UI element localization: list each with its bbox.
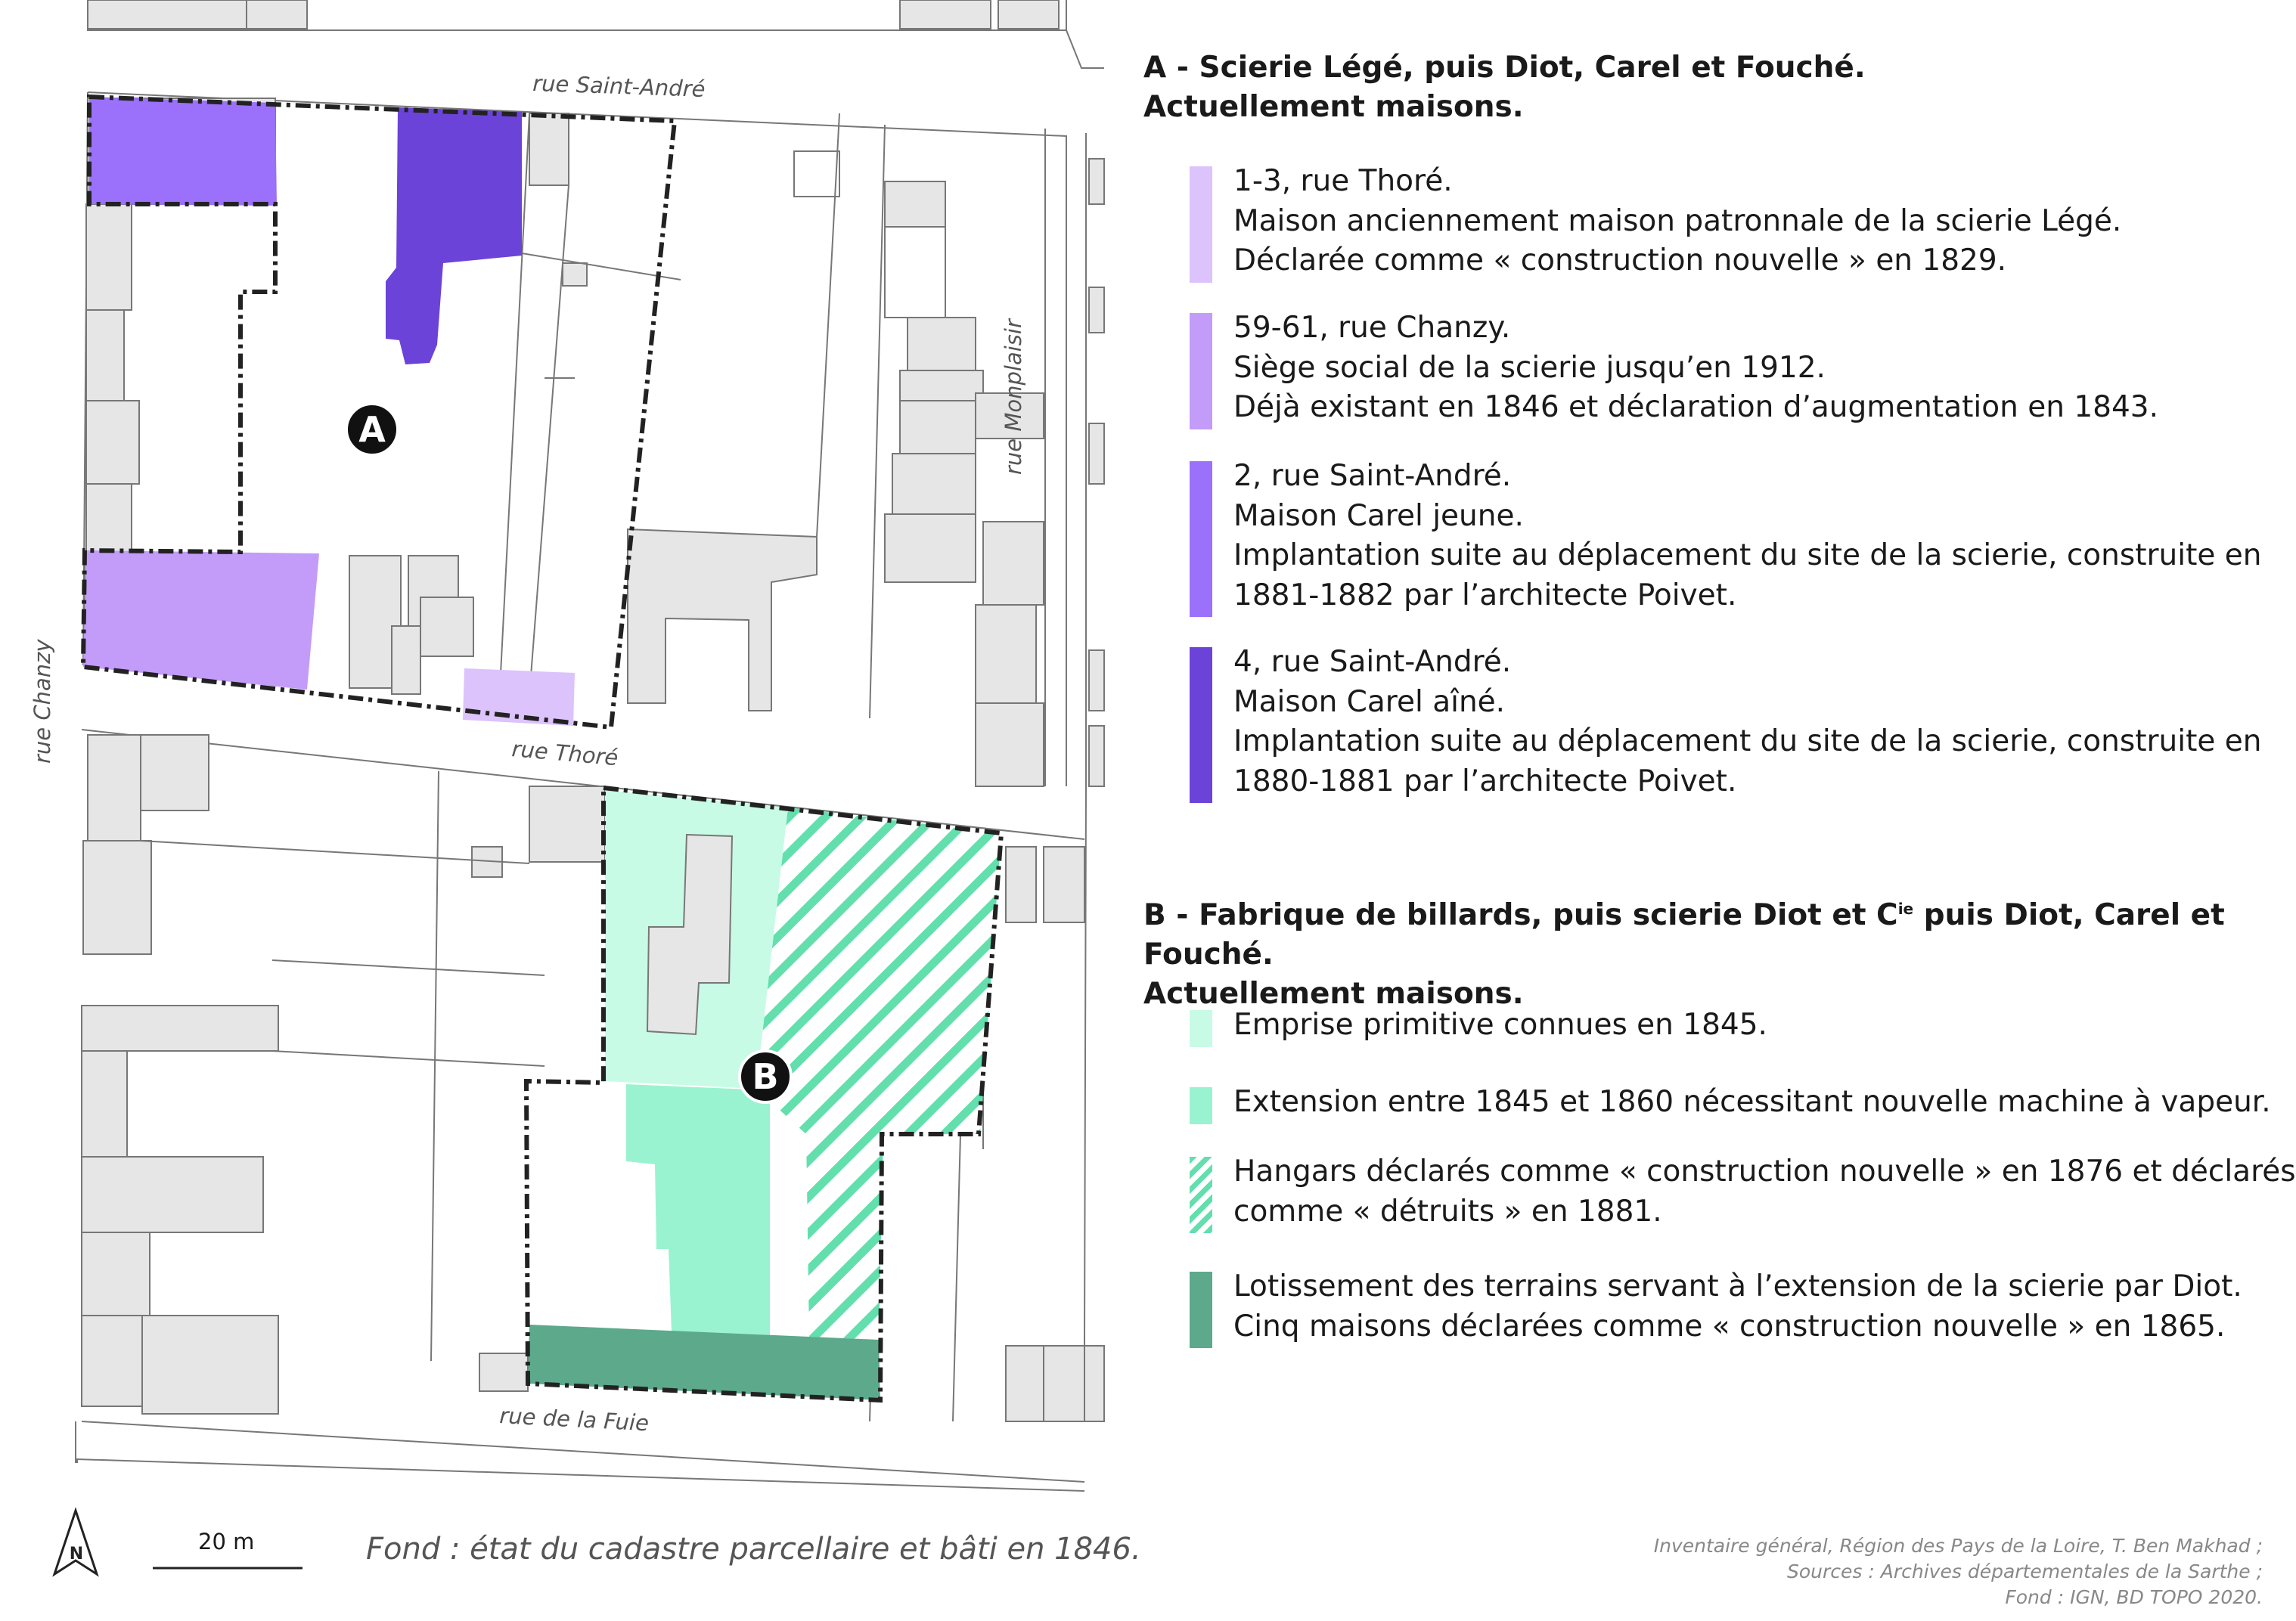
- parcel-lines: [140, 113, 984, 1422]
- legend-item-line: Déclarée comme « construction nouvelle »…: [1233, 243, 2007, 277]
- section-b-title-post: puis Diot, Carel et Fouché.: [1143, 898, 2225, 972]
- legend-item-line: 1880-1881 par l’architecte Poivet.: [1233, 764, 1737, 798]
- scale-label: 20 m: [198, 1529, 255, 1554]
- credit-line: Inventaire général, Région des Pays de l…: [1653, 1535, 2263, 1557]
- legend-swatch: [1190, 1010, 1212, 1047]
- legend-item-text: 2, rue Saint-André. Maison Carel jeune. Im…: [1233, 457, 2261, 615]
- parcel-a-rue-thore: [463, 668, 575, 726]
- legend-item-line: 4, rue Saint-André.: [1233, 645, 1512, 679]
- legend-item-line: Hangars déclarés comme « construction no…: [1233, 1155, 2296, 1189]
- legend: A - Scierie Légé, puis Diot, Carel et Fo…: [1143, 48, 2255, 127]
- legend-item-line: Implantation suite au déplacement du sit…: [1233, 538, 2262, 572]
- parcel-b-extension: [626, 1084, 770, 1338]
- legend-item-text: 59-61, rue Chanzy. Siège social de la sci…: [1233, 308, 2158, 428]
- legend-swatch: [1190, 166, 1212, 283]
- section-a-title-line2: Actuellement maisons.: [1143, 90, 1524, 124]
- section-b-title-line2: Actuellement maisons.: [1143, 977, 1524, 1011]
- credits: Inventaire général, Région des Pays de l…: [1654, 1533, 2263, 1610]
- perimeter-a: [80, 94, 678, 730]
- parcel-b-hatch: [756, 807, 1001, 1340]
- legend-item-text: Lotissement des terrains servant à l’ext…: [1233, 1267, 2242, 1347]
- street-label-chanzy: rue Chanzy: [29, 639, 55, 764]
- parcel-a-saint-andre-4: [386, 107, 522, 364]
- credit-line: Sources : Archives départementales de la…: [1787, 1561, 2263, 1582]
- section-b-title-pre: B - Fabrique de billards, puis scierie D…: [1143, 898, 1898, 932]
- legend-swatch: [1190, 313, 1212, 429]
- marker-a: A: [345, 402, 399, 457]
- building-b-interior: [646, 833, 734, 1036]
- section-b-title: B - Fabrique de billards, puis scierie D…: [1143, 889, 2255, 1014]
- street-label-thore: rue Thoré: [510, 736, 619, 770]
- legend-swatch: [1190, 461, 1212, 617]
- legend-swatch: [1190, 647, 1212, 803]
- map-background-note: Fond : état du cadastre parcellaire et b…: [366, 1532, 1141, 1567]
- north-arrow-icon: N: [52, 1507, 99, 1577]
- marker-b: B: [738, 1049, 793, 1104]
- buildings: [81, 0, 1105, 1422]
- street-label-fuie: rue de la Fuie: [499, 1402, 650, 1436]
- legend-item-line: 59-61, rue Chanzy.: [1233, 311, 1511, 345]
- legend-item-line: Maison Carel aîné.: [1233, 684, 1506, 719]
- street-label-monplaisir: rue Monplaisir: [1001, 318, 1026, 475]
- legend-item-line: 1-3, rue Thoré.: [1233, 164, 1453, 198]
- legend-b: B - Fabrique de billards, puis scierie D…: [1143, 889, 2255, 1014]
- legend-item-line: comme « détruits » en 1881.: [1233, 1194, 1662, 1229]
- legend-item-line: Maison anciennement maison patronnale de…: [1233, 203, 2122, 238]
- section-a-title: A - Scierie Légé, puis Diot, Carel et Fo…: [1143, 48, 2255, 127]
- legend-swatch: [1190, 1272, 1212, 1348]
- perimeter-b: [523, 785, 1004, 1403]
- legend-item-text: 1-3, rue Thoré. Maison anciennement maiso…: [1233, 162, 2121, 281]
- section-b-title-line1: B - Fabrique de billards, puis scierie D…: [1143, 889, 2255, 975]
- legend-swatch: [1190, 1087, 1212, 1124]
- legend-item-text: Hangars déclarés comme « construction no…: [1233, 1152, 2296, 1232]
- street-label-saint-andre: rue Saint-André: [532, 70, 706, 102]
- legend-item-text: Extension entre 1845 et 1860 nécessitant…: [1233, 1083, 2271, 1123]
- legend-item-line: Implantation suite au déplacement du sit…: [1233, 724, 2262, 758]
- parcel-a-saint-andre-2: [89, 97, 277, 206]
- legend-item-line: Maison Carel jeune.: [1233, 498, 1524, 533]
- legend-item-line: Cinq maisons déclarées comme « construct…: [1233, 1309, 2226, 1344]
- legend-item-line: Siège social de la scierie jusqu’en 1912…: [1233, 350, 1826, 385]
- legend-item-line: 1881-1882 par l’architecte Poivet.: [1233, 578, 1737, 612]
- section-a-title-line1: A - Scierie Légé, puis Diot, Carel et Fo…: [1143, 51, 1866, 85]
- north-label: N: [70, 1545, 83, 1564]
- legend-item-line: 2, rue Saint-André.: [1233, 459, 1512, 493]
- marker-b-label: B: [752, 1056, 778, 1097]
- marker-a-label: A: [358, 409, 386, 450]
- legend-item-text: 4, rue Saint-André. Maison Carel aîné. Imp…: [1233, 643, 2261, 801]
- legend-item-text: Emprise primitive connues en 1845.: [1233, 1006, 1767, 1046]
- legend-swatch: [1190, 1157, 1212, 1233]
- cadastre-map: rue Saint-André rue Chanzy rue Thoré rue…: [29, 0, 1105, 1577]
- legend-item-line: Lotissement des terrains servant à l’ext…: [1233, 1269, 2242, 1303]
- legend-item-line: Emprise primitive connues en 1845.: [1233, 1008, 1767, 1042]
- section-b-title-sup: ie: [1897, 900, 1914, 918]
- parcel-b-lotissement: [528, 1325, 880, 1400]
- parcel-a-rue-chanzy: [83, 550, 319, 690]
- credit-line: Fond : IGN, BD TOPO 2020.: [2005, 1586, 2263, 1608]
- legend-item-line: Déjà existant en 1846 et déclaration d’a…: [1233, 390, 2158, 424]
- legend-item-line: Extension entre 1845 et 1860 nécessitant…: [1233, 1085, 2271, 1119]
